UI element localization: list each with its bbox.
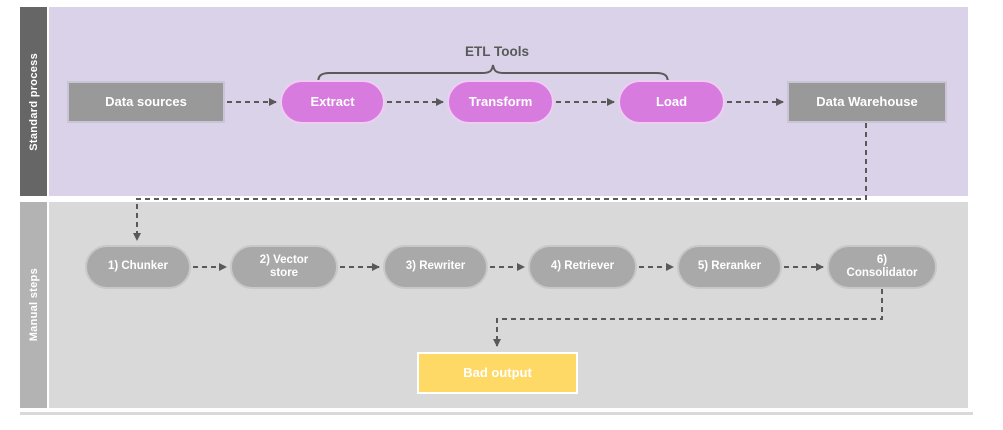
- node-reranker: 5) Reranker: [677, 245, 782, 289]
- node-load: Load: [618, 80, 725, 124]
- node-data-warehouse: Data Warehouse: [787, 81, 947, 123]
- node-extract: Extract: [280, 80, 385, 124]
- node-retriever: 4) Retriever: [528, 245, 637, 289]
- node-rewriter: 3) Rewriter: [383, 245, 488, 289]
- lane-header-standard-process: Standard process: [20, 7, 47, 196]
- node-consolidator: 6) Consolidator: [827, 245, 937, 289]
- node-chunker: 1) Chunker: [85, 245, 191, 289]
- connector-warehouse-chunker: [133, 123, 867, 241]
- node-transform: Transform: [447, 80, 554, 124]
- lane-header-manual-steps: Manual steps: [20, 202, 47, 408]
- node-vector-store: 2) Vector store: [230, 245, 338, 289]
- node-bad-output: Bad output: [417, 352, 578, 394]
- etl-tools-label: ETL Tools: [465, 44, 529, 59]
- node-data-sources: Data sources: [67, 81, 225, 123]
- connector-consolidator-bad-output: [493, 289, 883, 347]
- etl-tools-brace: [317, 64, 669, 85]
- bottom-divider: [20, 412, 973, 415]
